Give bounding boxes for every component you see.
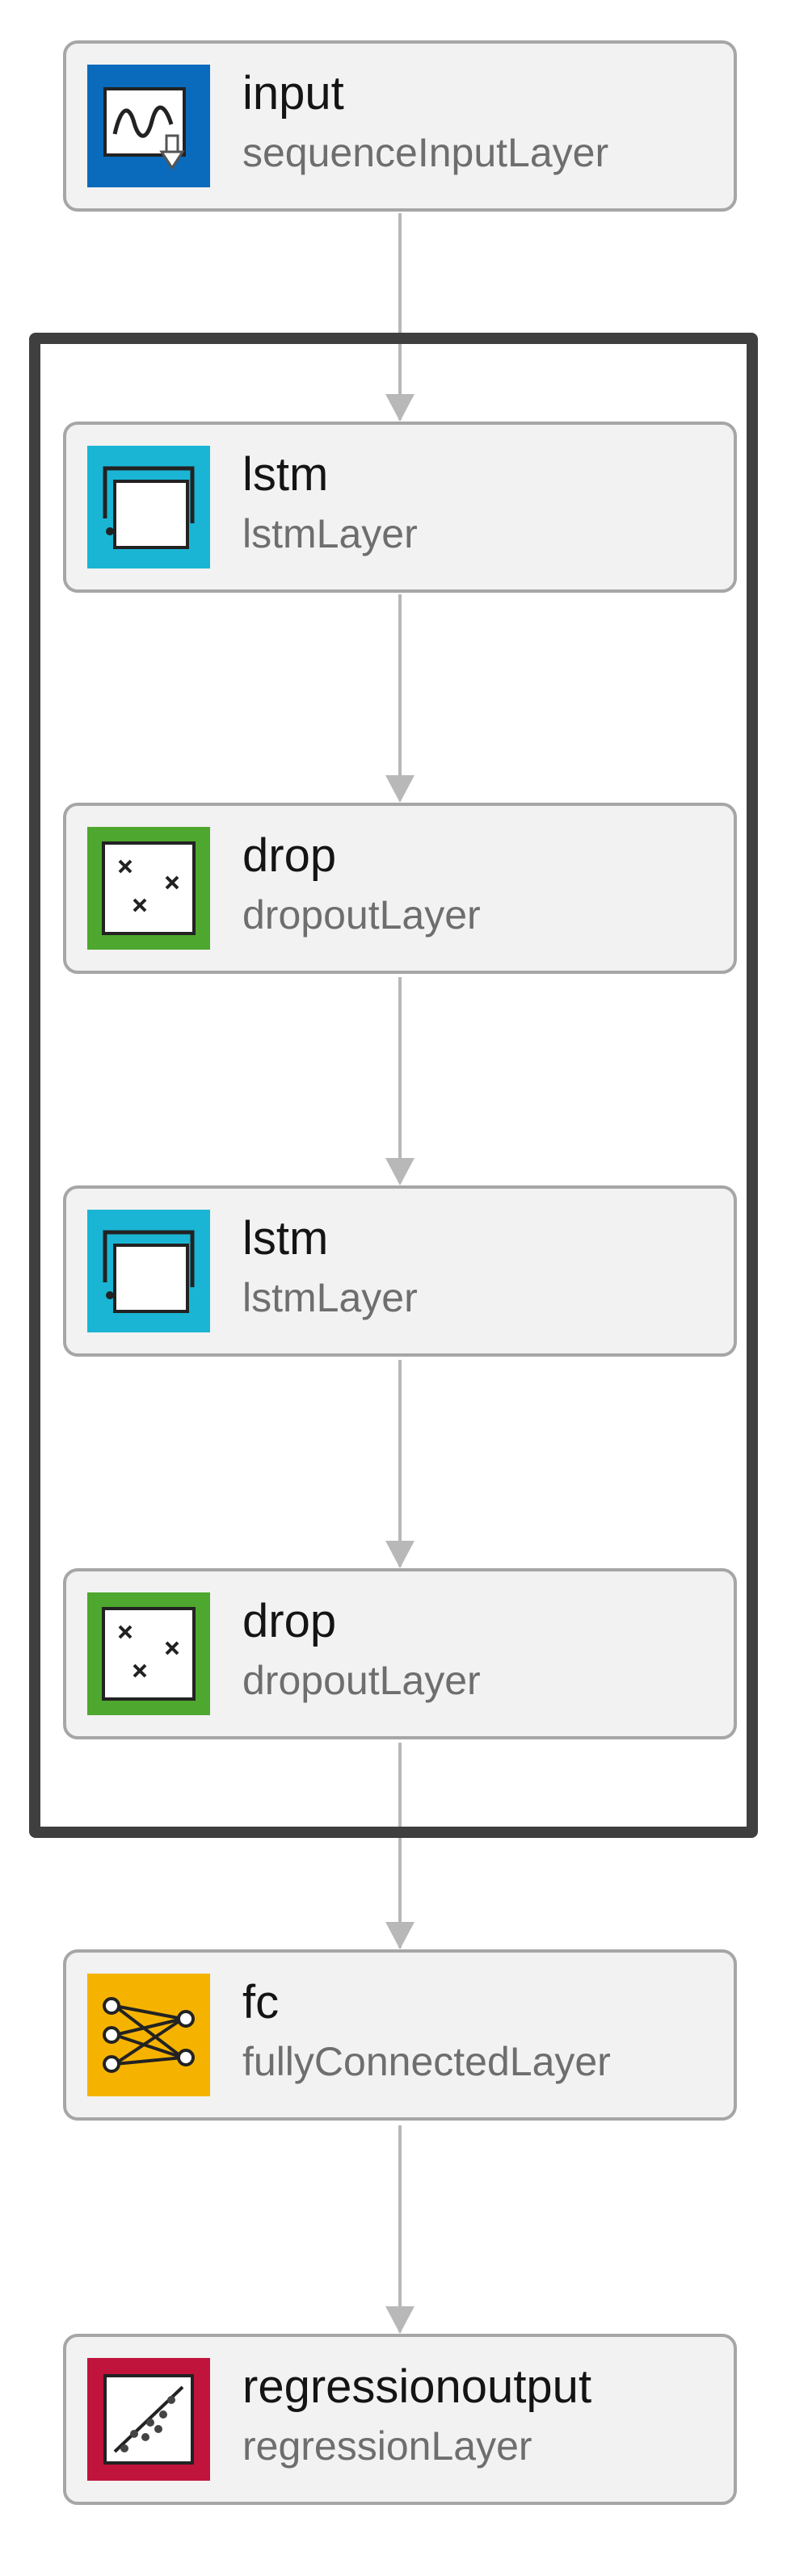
fully-connected-icon xyxy=(87,1974,210,2096)
arrowhead xyxy=(385,2306,415,2334)
dropout-icon xyxy=(87,827,210,950)
layer-name: lstm xyxy=(242,1212,329,1265)
dropout-icon xyxy=(87,1592,210,1715)
layer-type: dropoutLayer xyxy=(242,1658,481,1703)
arrowhead xyxy=(385,394,415,422)
layer-name: lstm xyxy=(242,448,329,501)
layer-name: drop xyxy=(242,829,337,882)
layer-group-outline xyxy=(29,333,758,1838)
arrowhead xyxy=(385,1922,415,1949)
layer-type: dropoutLayer xyxy=(242,892,481,938)
regression-output-icon xyxy=(87,2358,210,2481)
layer-name: drop xyxy=(242,1595,337,1647)
lstm-icon xyxy=(87,1210,210,1332)
layer-block-dropout[interactable]: drop dropoutLayer xyxy=(63,803,737,974)
layer-block-lstm[interactable]: lstm lstmLayer xyxy=(63,422,737,593)
layer-block-regression-output[interactable]: regressionoutput regressionLayer xyxy=(63,2334,737,2505)
arrowhead xyxy=(385,775,415,803)
layer-name: fc xyxy=(242,1976,280,2028)
layer-name: regressionoutput xyxy=(242,2360,592,2413)
sequence-input-icon xyxy=(87,65,210,187)
layer-type: lstmLayer xyxy=(242,511,418,556)
arrowhead xyxy=(385,1158,415,1185)
layer-type: sequenceInputLayer xyxy=(242,130,609,175)
layer-block-lstm[interactable]: lstm lstmLayer xyxy=(63,1185,737,1357)
layer-block-dropout[interactable]: drop dropoutLayer xyxy=(63,1568,737,1739)
layer-name: input xyxy=(242,67,344,120)
layer-block-input[interactable]: input sequenceInputLayer xyxy=(63,40,737,212)
layer-type: lstmLayer xyxy=(242,1275,418,1320)
layer-type: regressionLayer xyxy=(242,2423,532,2469)
arrowhead xyxy=(385,1541,415,1568)
layer-block-fully-connected[interactable]: fc fullyConnectedLayer xyxy=(63,1949,737,2121)
layer-type: fullyConnectedLayer xyxy=(242,2039,611,2084)
lstm-icon xyxy=(87,446,210,568)
